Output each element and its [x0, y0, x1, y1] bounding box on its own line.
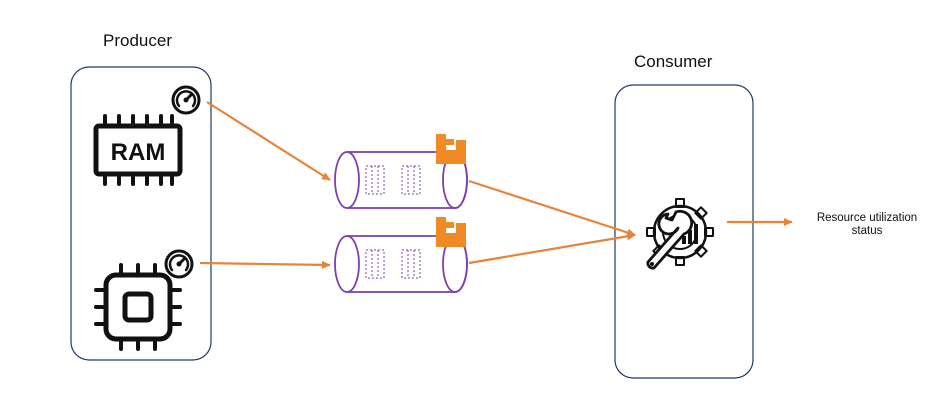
- arrow-queue1-to-consumer: [468, 179, 636, 237]
- producer-title: Producer: [103, 31, 172, 50]
- ram-chip-text: RAM: [111, 139, 166, 166]
- gauge-icon: [164, 249, 194, 279]
- consumer-box: [614, 84, 754, 379]
- output-label-line1: Resource utilization: [816, 212, 918, 224]
- consumer-title: Consumer: [634, 52, 713, 71]
- flow-arrows: [199, 101, 793, 269]
- cpu-chip-icon: [94, 263, 182, 351]
- output-label: Resource utilization status: [806, 212, 928, 238]
- arrow-cpu-to-queue2: [199, 260, 331, 269]
- ram-chip-icon: [93, 114, 183, 186]
- arrow-ram-to-queue1: [206, 101, 331, 181]
- arrow-queue2-to-consumer: [468, 232, 636, 265]
- output-label-line2: status: [851, 225, 883, 237]
- gauge-icon: [171, 85, 201, 115]
- kafka-logo-icon: [436, 134, 466, 164]
- producer-box: [70, 66, 212, 361]
- kafka-logo-icon: [436, 217, 466, 247]
- monitoring-wrench-icon: [646, 198, 714, 270]
